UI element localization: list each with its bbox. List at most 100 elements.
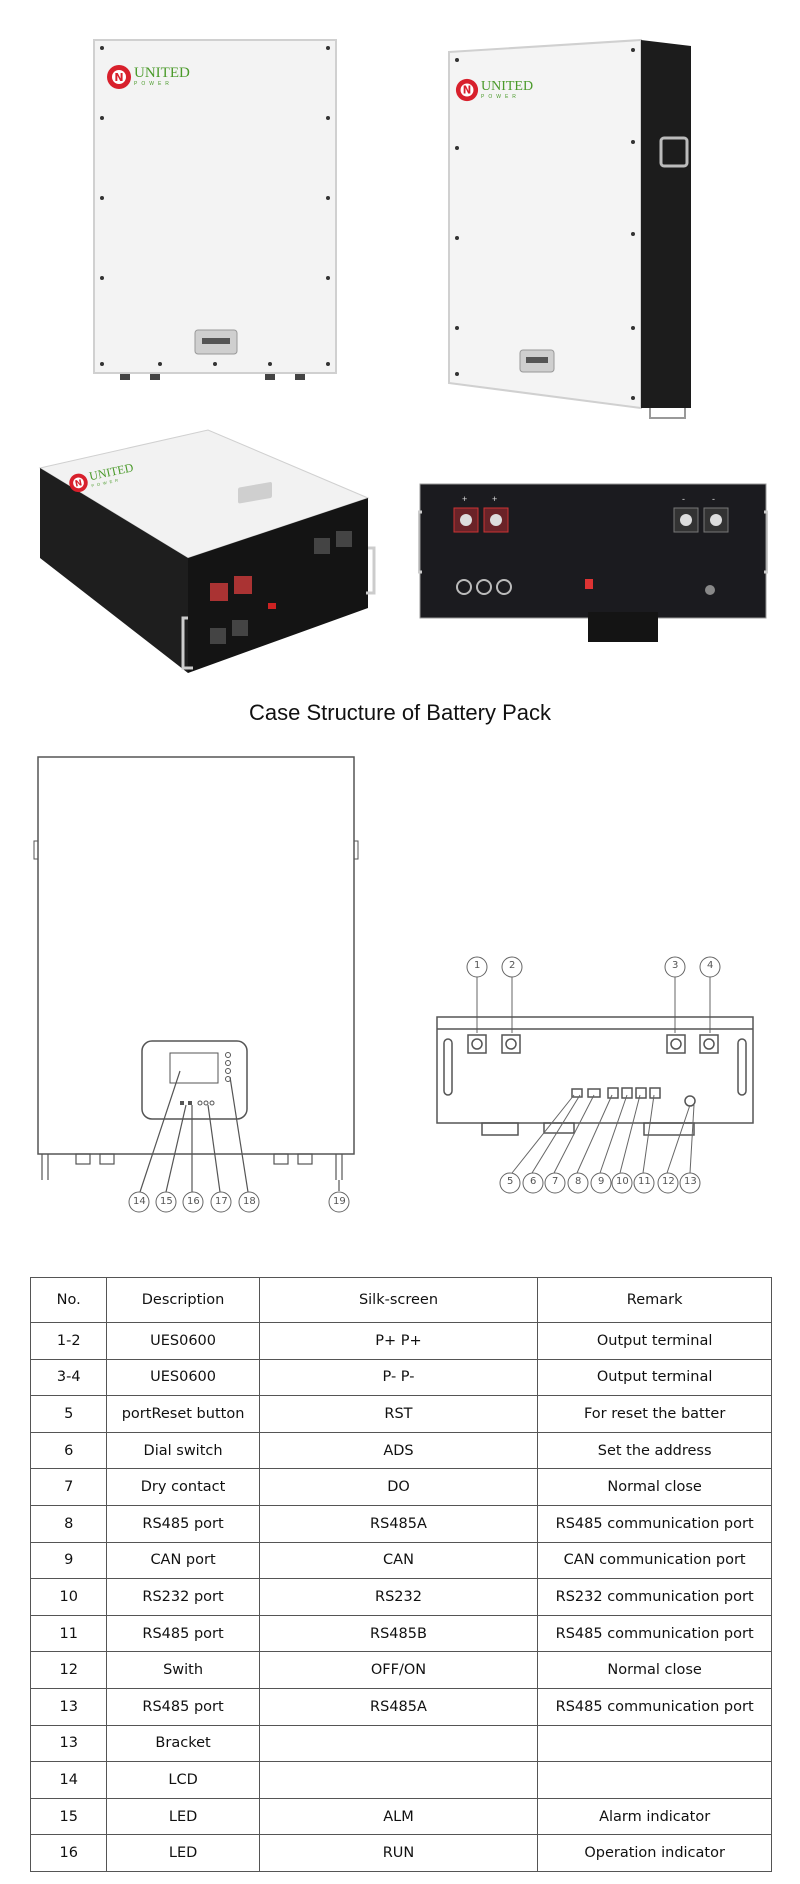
cell-description: Dial switch [106,1431,260,1470]
cell-silk-screen: RS232 [258,1578,539,1616]
cell-description: CAN port [106,1541,260,1580]
cell-description: RS485 port [106,1687,260,1726]
cell-no: 15 [29,1797,108,1836]
callout-7: 7 [552,1176,559,1187]
cell-silk-screen: ALM [258,1797,539,1836]
header-no: No. [29,1277,108,1323]
logo-mark-icon: N [455,78,479,102]
table-header-row: No. Description Silk-screen Remark [29,1277,772,1323]
cell-remark: Normal close [537,1651,772,1689]
callout-19: 19 [333,1196,346,1207]
logo: N UNITED POWER [455,78,533,102]
callout-5: 5 [507,1176,514,1187]
rear-minus-label-1: - [682,494,685,504]
callout-17: 17 [215,1196,228,1207]
cell-description: UES0600 [106,1358,260,1397]
cell-description: portReset button [106,1395,260,1433]
cell-silk-screen: DO [258,1468,539,1506]
drawing-rear [432,955,762,1205]
cell-description: RS485 port [106,1614,260,1653]
callout-3: 3 [672,960,679,971]
callout-10: 10 [616,1176,629,1187]
cell-description: LED [106,1797,260,1836]
cell-no: 13 [29,1687,108,1726]
callout-6: 6 [530,1176,537,1187]
drawing-front [30,755,370,1220]
cell-silk-screen [258,1761,539,1799]
callout-14: 14 [133,1196,146,1207]
cell-no: 12 [29,1651,108,1689]
header-remark: Remark [537,1277,772,1323]
cell-remark: Output terminal [537,1358,772,1397]
header-silk-screen: Silk-screen [258,1277,539,1323]
cell-remark: RS485 communication port [537,1504,772,1543]
cell-no: 14 [29,1761,108,1799]
cell-remark: Set the address [537,1431,772,1470]
cell-remark: RS485 communication port [537,1614,772,1653]
rear-plus-label-2: + [492,494,498,504]
cell-no: 7 [29,1468,108,1506]
cell-no: 3-4 [29,1358,108,1397]
cell-description: RS485 port [106,1504,260,1543]
photo-front-view: N UNITED POWER [90,38,340,383]
photo-horizontal-view: N UNITED POWER [38,428,378,678]
cell-silk-screen: RS485A [258,1504,539,1543]
cell-no: 16 [29,1834,108,1872]
cell-remark: Normal close [537,1468,772,1506]
cell-no: 10 [29,1578,108,1616]
cell-remark: Alarm indicator [537,1797,772,1836]
logo-subtext: POWER [481,93,520,100]
rear-plus-label-1: + [462,494,468,504]
header-description: Description [106,1277,260,1323]
cell-silk-screen: P- P- [258,1358,539,1397]
cell-no: 6 [29,1431,108,1470]
svg-text:N: N [463,86,472,97]
cell-description: RS232 port [106,1578,260,1616]
svg-text:N: N [114,71,123,84]
cell-silk-screen: RS485B [258,1614,539,1653]
callout-2: 2 [509,960,516,971]
callout-11: 11 [638,1176,651,1187]
cell-no: 9 [29,1541,108,1580]
cell-description: Dry contact [106,1468,260,1506]
photo-angled-view: N UNITED POWER [445,38,695,423]
rear-minus-label-2: - [712,494,715,504]
callout-16: 16 [187,1196,200,1207]
cell-no: 1-2 [29,1322,108,1360]
cell-silk-screen: ADS [258,1431,539,1470]
cell-silk-screen: OFF/ON [258,1651,539,1689]
cell-remark [537,1761,772,1799]
cell-description: LCD [106,1761,260,1799]
cell-silk-screen [258,1724,539,1763]
callout-9: 9 [598,1176,605,1187]
callout-4: 4 [707,960,714,971]
cell-remark: Output terminal [537,1322,772,1360]
svg-text:N: N [74,477,83,488]
callout-18: 18 [243,1196,256,1207]
cell-remark: RS232 communication port [537,1578,772,1616]
cell-silk-screen: RUN [258,1834,539,1872]
cell-remark [537,1724,772,1763]
callout-8: 8 [575,1176,582,1187]
cell-description: Swith [106,1651,260,1689]
cell-remark: CAN communication port [537,1541,772,1580]
cell-silk-screen: P+ P+ [258,1322,539,1360]
logo: N UNITED POWER [67,460,136,494]
callout-15: 15 [160,1196,173,1207]
cell-no: 13 [29,1724,108,1763]
cell-remark: RS485 communication port [537,1687,772,1726]
cell-silk-screen: RS485A [258,1687,539,1726]
logo-text: UNITED [134,65,190,81]
